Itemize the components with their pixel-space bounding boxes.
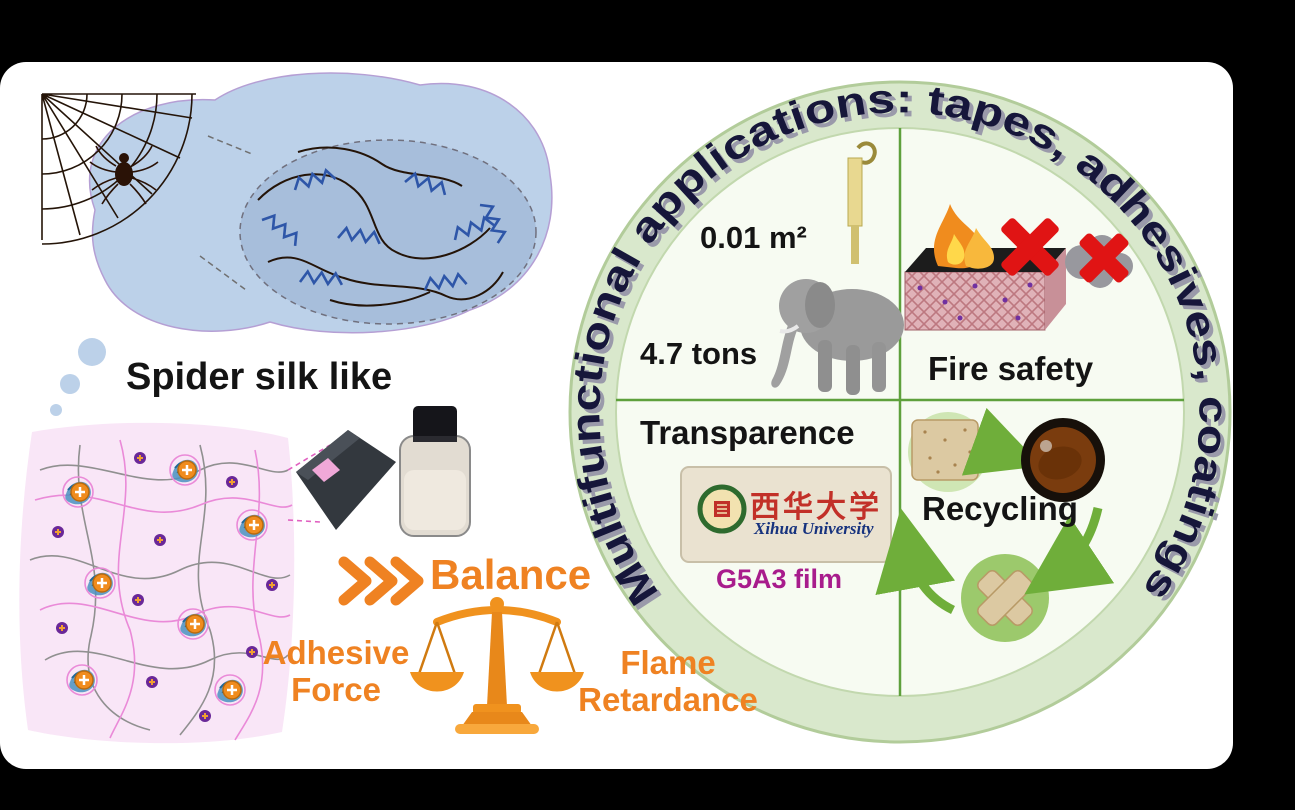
recycled-x-piece-icon [961,554,1049,642]
recycling-label: Recycling [922,490,1078,527]
no-fire-icon [1001,218,1059,276]
adhesive-force-label: Adhesive Force [250,634,422,708]
flame-retardance-label: Flame Retardance [556,644,780,718]
burning-foam-illustration [904,204,1133,331]
transparence-label: Transparence [640,414,855,451]
spider-icon [89,145,159,205]
transparent-film-photo [680,466,892,563]
balance-label: Balance [430,551,592,598]
adhesive-bottle-photo [399,406,471,537]
thought-bubble-icon [50,404,62,416]
flame-retardance-line1: Flame [620,644,716,681]
crosslink-cluster-nodes [65,459,265,703]
holding-weight-label: 4.7 tons [640,336,758,371]
university-name-en: Xihua University [754,519,874,538]
tape-area-label: 0.01 m² [700,220,807,255]
balance-scale-icon [410,597,584,734]
flame-retardance-line2: Retardance [578,681,758,718]
adhesive-force-line1: Adhesive [262,634,410,671]
zoom-dashed-lines [199,135,253,291]
polymer-strands-pink [34,439,293,741]
thought-bubble-icon [60,374,80,394]
film-sample-label: G5A3 film [716,564,843,594]
recycle-arrow-up-icon [875,508,956,615]
recycling-illustration [875,407,1115,642]
beta-sheet-zigzag-motifs [261,167,507,291]
recycle-arrow-down-icon [1024,506,1115,595]
wood-block-icon [911,419,979,481]
adhesive-network-panel [19,422,295,744]
thought-bubble-icon [78,338,106,366]
dissolved-jar-icon [1021,418,1105,502]
university-name-cn: 西华大学 [750,491,882,524]
flame-icon [933,204,994,269]
ion-nodes [52,452,278,722]
university-logo-seal [697,484,747,534]
tape-hook-icon [847,141,877,264]
fire-safety-label: Fire safety [928,350,1094,387]
adhesive-force-line2: Force [291,671,381,708]
spider-silk-label: Spider silk like [126,356,393,398]
no-smoke-icon [1079,233,1129,283]
recycle-arrow-right-icon [961,407,1042,476]
elephant-illustration [771,279,904,395]
adhesive-film-photo [287,430,396,530]
polymer-zoom-ellipse [199,135,537,325]
polymer-chain-strands [257,146,504,307]
triple-chevron-icon [338,556,424,606]
